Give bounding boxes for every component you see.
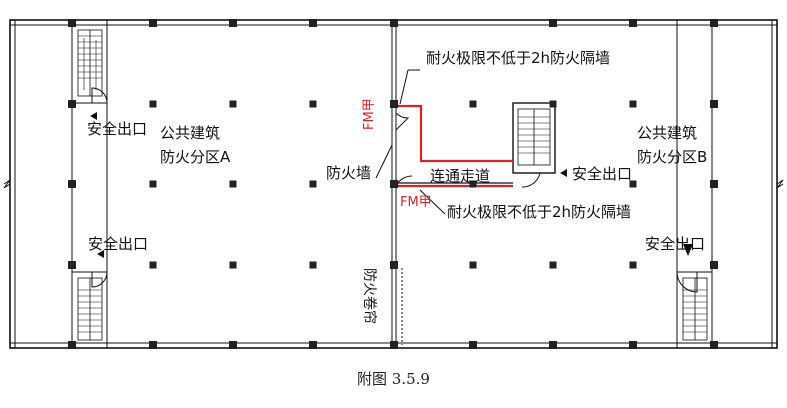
column-icon bbox=[710, 19, 718, 27]
column-icon bbox=[549, 19, 557, 27]
column-icon bbox=[309, 100, 317, 108]
exit-label: 安全出口 bbox=[572, 165, 632, 183]
break-marks bbox=[3, 179, 784, 189]
column-icon bbox=[629, 19, 637, 27]
door-swing-icon bbox=[91, 87, 108, 104]
fire-limit-label-top: 耐火极限不低于2h防火隔墙 bbox=[426, 49, 610, 67]
fire-limit-label-bottom: 耐火极限不低于2h防火隔墙 bbox=[447, 203, 631, 221]
column-icon bbox=[390, 180, 398, 188]
column-icon bbox=[229, 180, 237, 188]
zone-b-label-line1: 公共建筑 bbox=[637, 124, 697, 142]
column-icon bbox=[390, 261, 398, 269]
column-icon bbox=[710, 100, 718, 108]
fm-a-label-bottom: FM甲 bbox=[400, 195, 432, 210]
firewall-label: 防火墙 bbox=[326, 164, 371, 182]
zone-a-label-line2: 防火分区A bbox=[160, 148, 231, 166]
column-icon bbox=[710, 261, 718, 269]
column-icon bbox=[149, 261, 157, 269]
column-icon bbox=[469, 341, 477, 349]
column-icon bbox=[68, 100, 76, 108]
column-icon bbox=[309, 19, 317, 27]
column-icon bbox=[229, 341, 237, 349]
column-icon bbox=[469, 100, 477, 108]
column-icon bbox=[149, 341, 157, 349]
exit-arrow-icon bbox=[97, 250, 104, 258]
column-icon bbox=[390, 100, 398, 108]
column-icon bbox=[549, 261, 557, 269]
column-icon bbox=[149, 19, 157, 27]
stair-bottom-left bbox=[71, 271, 108, 349]
floor-plan-diagram: 耐火极限不低于2h防火隔墙 耐火极限不低于2h防火隔墙 公共建筑 防火分区A 公… bbox=[3, 19, 784, 349]
column-icon bbox=[549, 100, 557, 108]
door-swing-icon bbox=[521, 172, 541, 188]
zone-a-label-line1: 公共建筑 bbox=[160, 124, 220, 142]
corridor-label: 连通走道 bbox=[430, 167, 490, 185]
fire-partition-corridor bbox=[396, 104, 513, 188]
column-icon bbox=[309, 261, 317, 269]
zone-b-label-line2: 防火分区B bbox=[637, 148, 707, 166]
column-grid bbox=[68, 19, 718, 349]
column-icon bbox=[309, 341, 317, 349]
exit-label: 安全出口 bbox=[87, 120, 147, 138]
column-icon bbox=[469, 180, 477, 188]
column-icon bbox=[710, 341, 718, 349]
fm-a-label-top: FM甲 bbox=[362, 98, 377, 130]
exit-arrow-icon bbox=[683, 244, 693, 256]
column-icon bbox=[149, 100, 157, 108]
column-icon bbox=[629, 261, 637, 269]
exit-label: 安全出口 bbox=[645, 235, 705, 253]
leader-lines bbox=[375, 69, 446, 215]
column-icon bbox=[629, 180, 637, 188]
exit-arrow-icon bbox=[90, 112, 97, 120]
column-icon bbox=[309, 180, 317, 188]
column-icon bbox=[68, 19, 76, 27]
column-icon bbox=[229, 100, 237, 108]
door-swing-icon bbox=[91, 271, 108, 288]
column-icon bbox=[229, 19, 237, 27]
exit-arrow-icon bbox=[560, 169, 567, 177]
fire-shutter-label: 防火卷帘 bbox=[361, 268, 377, 324]
column-icon bbox=[469, 261, 477, 269]
column-icon bbox=[68, 341, 76, 349]
column-icon bbox=[710, 180, 718, 188]
column-icon bbox=[390, 341, 398, 349]
door-swing-icon bbox=[676, 271, 698, 293]
column-icon bbox=[68, 180, 76, 188]
column-icon bbox=[68, 261, 76, 269]
column-icon bbox=[629, 100, 637, 108]
stair-middle bbox=[512, 102, 556, 174]
column-icon bbox=[229, 261, 237, 269]
exit-label: 安全出口 bbox=[88, 235, 148, 253]
column-icon bbox=[549, 341, 557, 349]
stair-top-left bbox=[71, 24, 108, 104]
column-icon bbox=[629, 341, 637, 349]
figure-caption: 附图 3.5.9 bbox=[357, 370, 430, 388]
fm-door-top bbox=[395, 112, 410, 131]
column-icon bbox=[390, 19, 398, 27]
column-icon bbox=[149, 180, 157, 188]
stair-bottom-right bbox=[676, 271, 713, 349]
